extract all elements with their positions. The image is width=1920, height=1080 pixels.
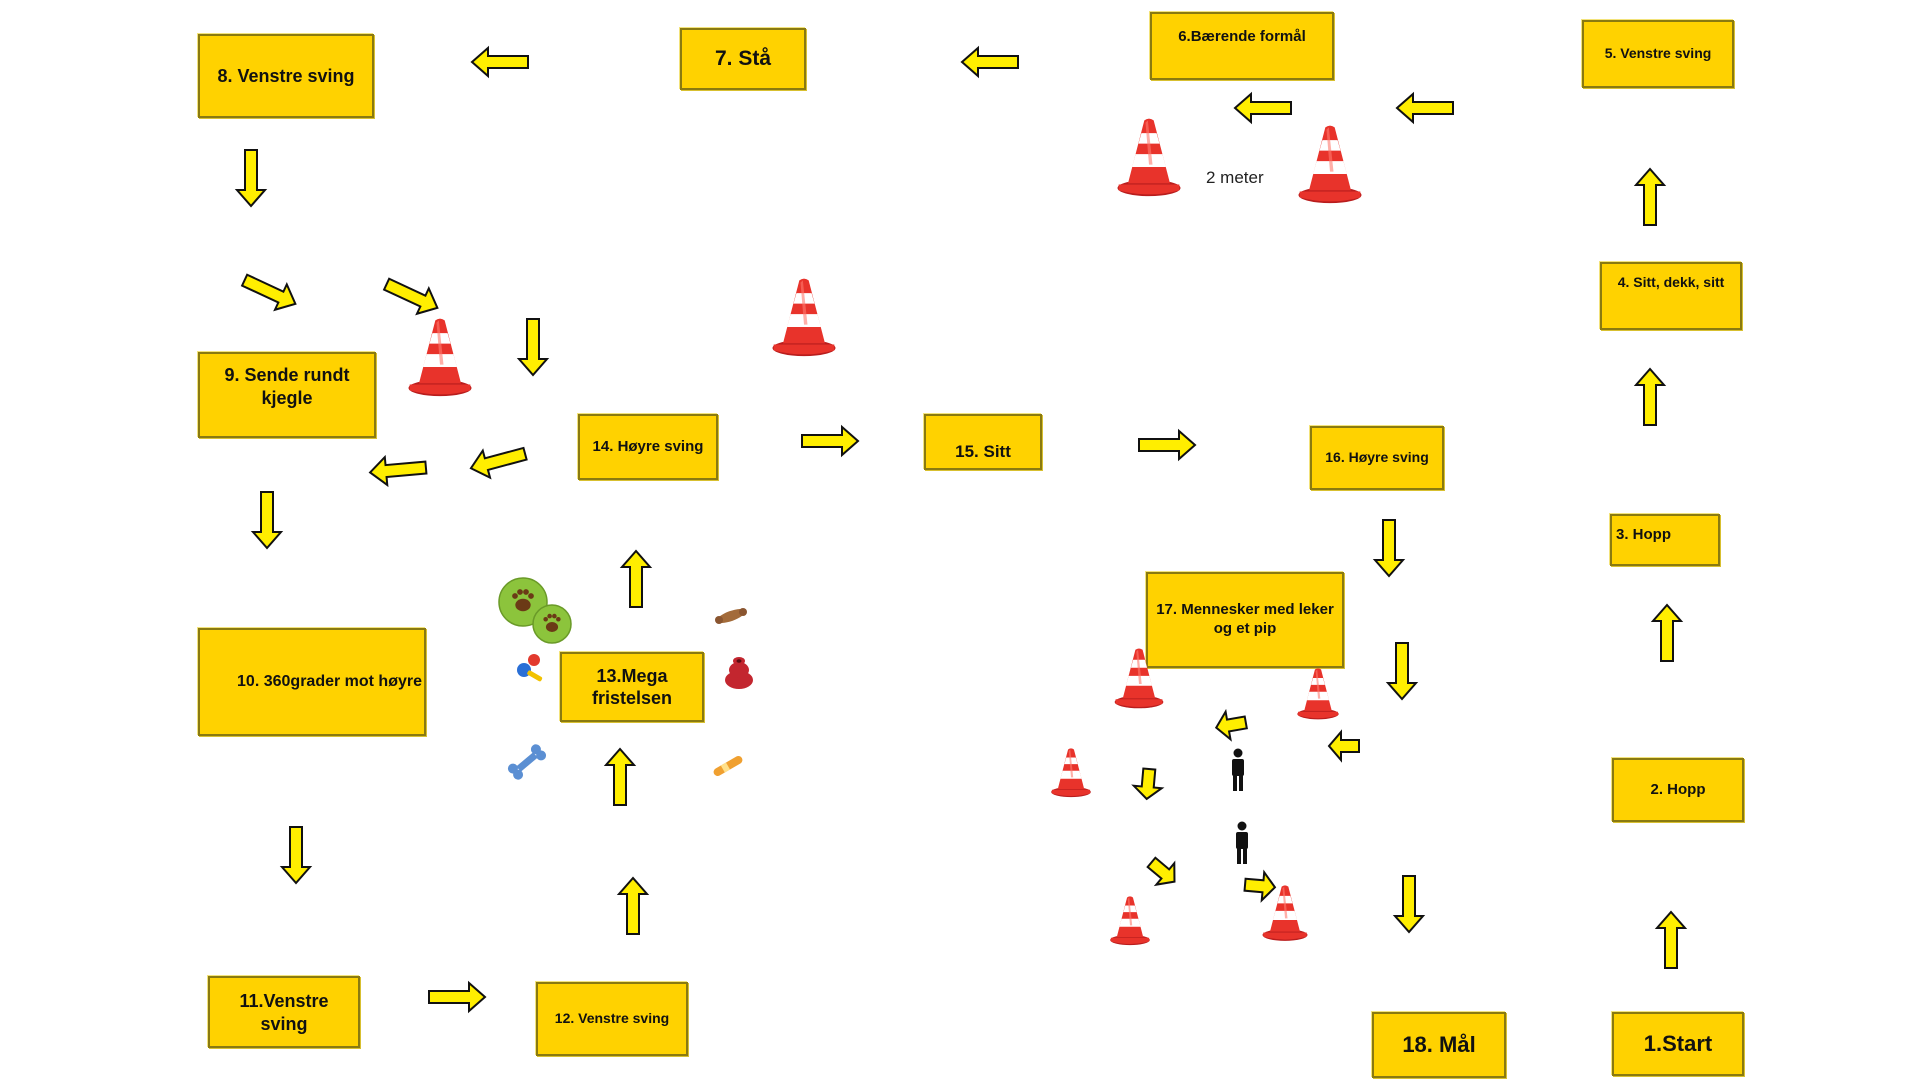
station-label: 3. Hopp bbox=[1616, 526, 1671, 543]
arrow-icon bbox=[240, 273, 297, 312]
arrow-icon bbox=[1654, 910, 1688, 969]
arrow-icon bbox=[1131, 767, 1165, 801]
station-label: 6.Bærende formål bbox=[1178, 28, 1306, 45]
arrow-icon bbox=[250, 491, 284, 550]
station-label: 4. Sitt, dekk, sitt bbox=[1617, 274, 1725, 290]
arrow-icon bbox=[428, 980, 487, 1014]
station-label: 2. Hopp bbox=[1650, 780, 1706, 798]
station-label: 9. Sende rundt kjegle bbox=[224, 365, 350, 408]
station-15-sitt: 15. Sitt bbox=[924, 414, 1042, 470]
station-label: 18. Mål bbox=[1402, 1032, 1476, 1058]
arrow-icon bbox=[1138, 428, 1197, 462]
station-4-sitt-dekk-sitt: 4. Sitt, dekk, sitt bbox=[1600, 262, 1742, 330]
distance-label: 2 meter bbox=[1206, 168, 1264, 187]
arrow-icon bbox=[1233, 91, 1292, 125]
traffic-cone-icon bbox=[772, 278, 836, 357]
station-label: 12. Venstre sving bbox=[554, 1010, 670, 1027]
arrow-icon bbox=[382, 277, 439, 316]
arrow-icon bbox=[1392, 875, 1426, 934]
traffic-cone-icon bbox=[1298, 125, 1362, 204]
arrow-icon bbox=[1372, 519, 1406, 578]
station-1-start: 1.Start bbox=[1612, 1012, 1744, 1076]
arrow-icon bbox=[619, 549, 653, 608]
tennis-ball-icon bbox=[532, 604, 572, 644]
station-12-venstre-sving: 12. Venstre sving bbox=[536, 982, 688, 1056]
arrow-icon bbox=[1146, 856, 1176, 887]
arrow-icon bbox=[516, 318, 550, 377]
arrow-icon bbox=[616, 876, 650, 935]
station-8-venstre-sving: 8. Venstre sving bbox=[198, 34, 374, 118]
traffic-cone-icon bbox=[1114, 648, 1164, 709]
traffic-cone-icon bbox=[1110, 896, 1150, 946]
traffic-cone-icon bbox=[1117, 118, 1181, 197]
station-5-venstre-sving: 5. Venstre sving bbox=[1582, 20, 1734, 88]
station-label: 14. Høyre sving bbox=[592, 437, 704, 455]
toy-icon bbox=[715, 608, 747, 624]
arrow-icon bbox=[960, 45, 1019, 79]
arrow-icon bbox=[801, 424, 860, 458]
station-18-mal: 18. Mål bbox=[1372, 1012, 1506, 1078]
arrow-icon bbox=[279, 826, 313, 885]
traffic-cone-icon bbox=[1297, 668, 1339, 720]
traffic-cone-icon bbox=[408, 318, 472, 397]
arrow-icon bbox=[234, 149, 268, 208]
arrow-icon bbox=[603, 747, 637, 806]
person-icon bbox=[1232, 748, 1244, 791]
bone-icon bbox=[507, 744, 547, 780]
arrow-icon bbox=[470, 45, 529, 79]
station-14-hoyre-sving: 14. Høyre sving bbox=[578, 414, 718, 480]
arrow-icon bbox=[1214, 708, 1248, 742]
station-label: 10. 360grader mot høyre bbox=[237, 673, 422, 690]
arrow-icon bbox=[1650, 603, 1684, 662]
station-11-venstre-sving: 11.Venstre sving bbox=[208, 976, 360, 1048]
station-label: 1.Start bbox=[1643, 1031, 1713, 1057]
station-label: 16. Høyre sving bbox=[1325, 449, 1429, 466]
station-2-hopp: 2. Hopp bbox=[1612, 758, 1744, 822]
station-label: 13.Mega fristelsen bbox=[591, 665, 673, 709]
station-17-mennesker-med-leker: 17. Mennesker med leker og et pip bbox=[1146, 572, 1344, 668]
arrow-icon bbox=[1395, 91, 1454, 125]
toy-icon bbox=[713, 756, 743, 776]
arrow-icon bbox=[1243, 869, 1277, 903]
arrow-icon bbox=[1385, 642, 1419, 701]
station-label: 7. Stå bbox=[714, 46, 772, 70]
station-label: 8. Venstre sving bbox=[217, 65, 355, 86]
arrow-icon bbox=[1633, 367, 1667, 426]
station-6-baerende-formal: 6.Bærende formål bbox=[1150, 12, 1334, 80]
arrow-icon bbox=[1327, 729, 1360, 763]
station-7-sta: 7. Stå bbox=[680, 28, 806, 90]
toy-icon bbox=[725, 657, 753, 689]
station-13-mega-fristelsen: 13.Mega fristelsen bbox=[560, 652, 704, 722]
traffic-cone-icon bbox=[1051, 748, 1091, 798]
station-label: 17. Mennesker med leker og et pip bbox=[1156, 601, 1334, 637]
person-icon bbox=[1236, 821, 1248, 864]
station-16-hoyre-sving: 16. Høyre sving bbox=[1310, 426, 1444, 490]
arrow-icon bbox=[469, 446, 528, 480]
toy-icon bbox=[517, 654, 543, 682]
traffic-cone-icon bbox=[1262, 885, 1308, 941]
station-3-hopp: 3. Hopp bbox=[1610, 514, 1720, 566]
arrow-icon bbox=[1633, 167, 1667, 226]
arrow-icon bbox=[368, 454, 428, 488]
station-label: 5. Venstre sving bbox=[1604, 45, 1712, 62]
station-label: 11.Venstre sving bbox=[239, 991, 329, 1034]
station-9-sende-rundt-kjegle: 9. Sende rundt kjegle bbox=[198, 352, 376, 438]
station-10-360grader: 10. 360grader mot høyre bbox=[198, 628, 426, 736]
station-label: 15. Sitt bbox=[955, 441, 1011, 461]
